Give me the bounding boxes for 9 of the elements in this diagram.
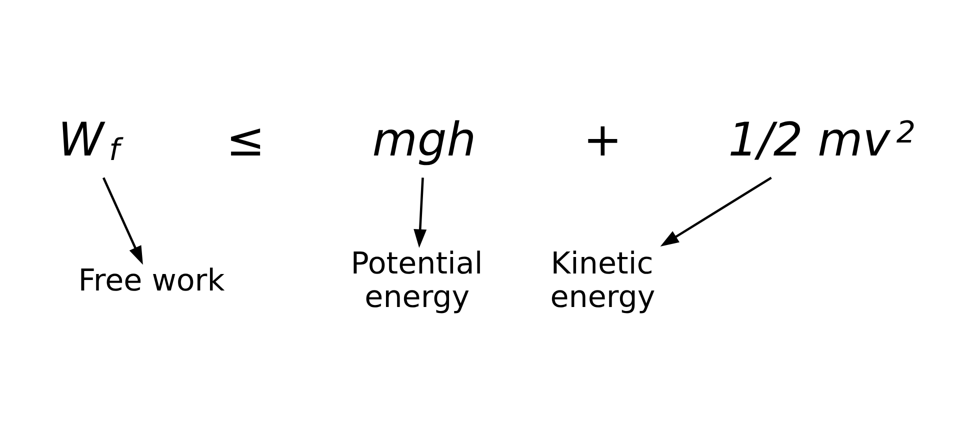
label: + [583,112,622,166]
node-text: mgh [372,112,476,166]
node-text: Kinetic energy [550,246,656,315]
arrow [660,176,772,246]
node-text: Potential energy [350,246,483,315]
label: ≤ [226,112,265,166]
arrow [102,176,143,264]
node-text: Free work [78,262,225,298]
arrow [414,177,427,248]
